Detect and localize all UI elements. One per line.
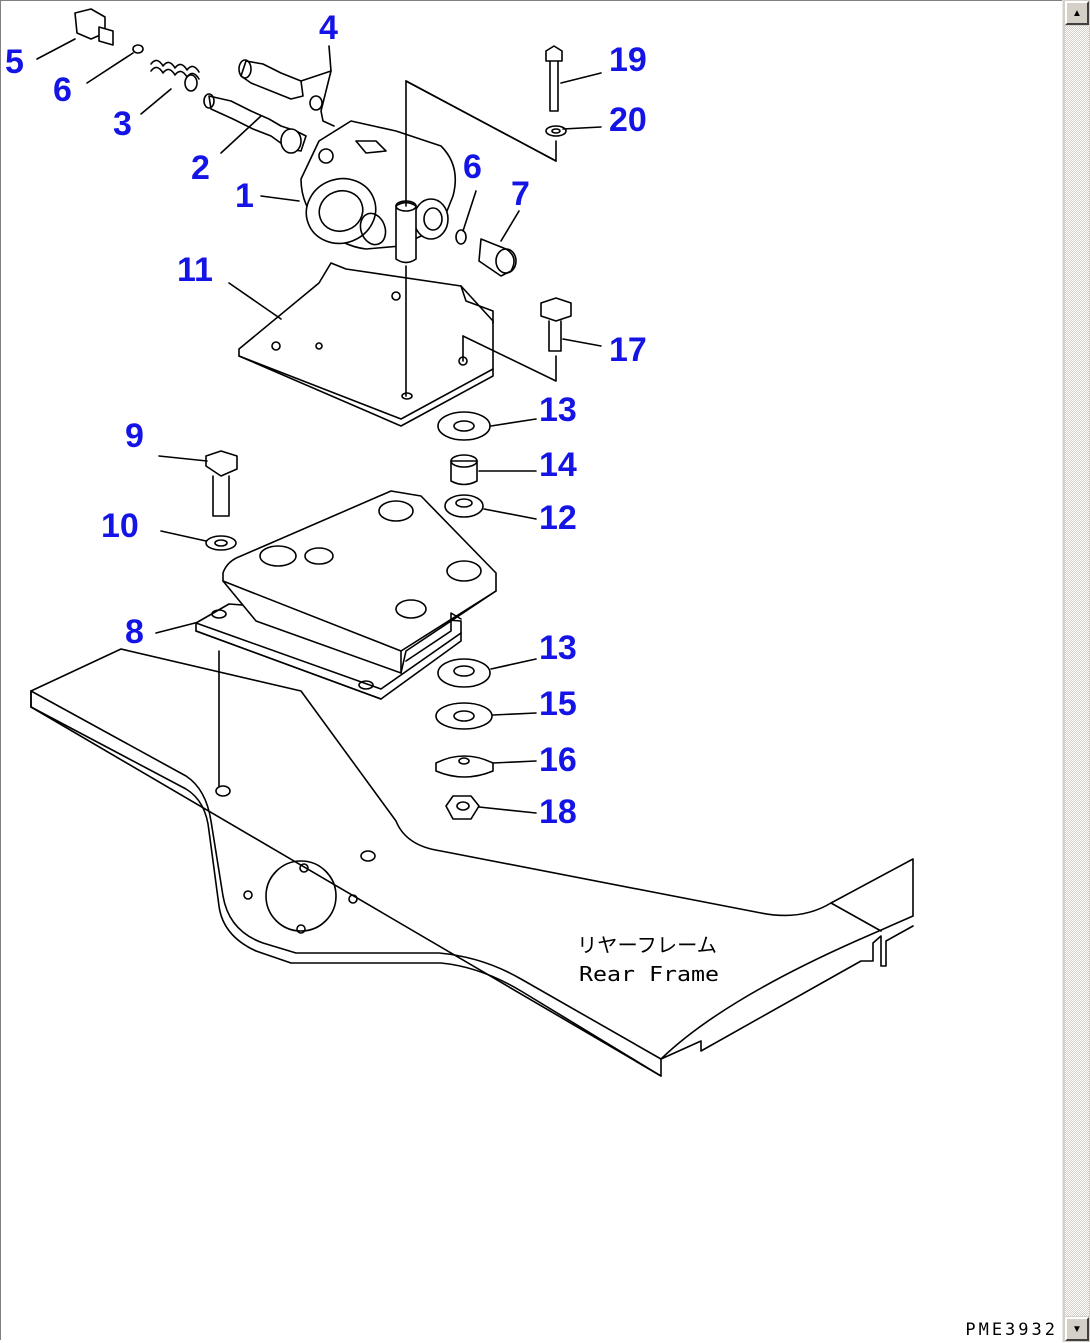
callout-1: 1 [235, 177, 254, 215]
vertical-scrollbar[interactable]: ▲ ▼ [1062, 0, 1090, 1342]
callout-10: 10 [101, 507, 139, 545]
triangle-up-icon: ▲ [1072, 7, 1082, 19]
rear-frame-label: リヤーフレーム Rear Frame [577, 933, 719, 986]
callout-11: 11 [177, 251, 213, 289]
diagram-frame: 5 6 3 4 2 1 6 7 19 20 11 17 13 14 12 9 1… [0, 0, 1062, 1340]
mount-bracket [195, 490, 497, 700]
callout-14: 14 [539, 446, 577, 484]
leader-lines [36, 38, 602, 814]
callout-15: 15 [539, 685, 577, 723]
callout-19: 19 [609, 41, 647, 79]
rear-frame-plate [30, 648, 914, 1077]
callout-7: 7 [511, 175, 530, 213]
callout-4: 4 [319, 9, 338, 47]
callout-12: 12 [539, 499, 577, 537]
triangle-down-icon: ▼ [1072, 1323, 1082, 1335]
callout-3: 3 [113, 105, 132, 143]
callout-5: 5 [5, 43, 24, 81]
valve-plate [238, 262, 494, 427]
rear-frame-label-jp: リヤーフレーム [577, 933, 717, 957]
valve-body [300, 80, 457, 397]
callout-labels: 5 6 3 4 2 1 6 7 19 20 11 17 13 14 12 9 1… [5, 9, 647, 831]
scroll-track[interactable] [1065, 26, 1089, 1316]
callout-6-left: 6 [53, 71, 72, 109]
callout-17: 17 [609, 331, 647, 369]
callout-2: 2 [191, 149, 210, 187]
fasteners [205, 45, 572, 820]
callout-16: 16 [539, 741, 577, 779]
callout-8: 8 [125, 613, 144, 651]
callout-6-right: 6 [463, 148, 482, 186]
scroll-up-button[interactable]: ▲ [1065, 1, 1089, 25]
callout-20: 20 [609, 101, 647, 139]
spool-and-plugs [74, 8, 517, 277]
rear-frame-label-en: Rear Frame [579, 962, 719, 986]
callout-13-upper: 13 [539, 391, 577, 429]
drawing-code: PME3932 [965, 1320, 1058, 1340]
callout-9: 9 [125, 417, 144, 455]
scroll-down-button[interactable]: ▼ [1065, 1317, 1089, 1341]
callout-13-lower: 13 [539, 629, 577, 667]
callout-18: 18 [539, 793, 577, 831]
parts-diagram: 5 6 3 4 2 1 6 7 19 20 11 17 13 14 12 9 1… [5, 8, 914, 1077]
